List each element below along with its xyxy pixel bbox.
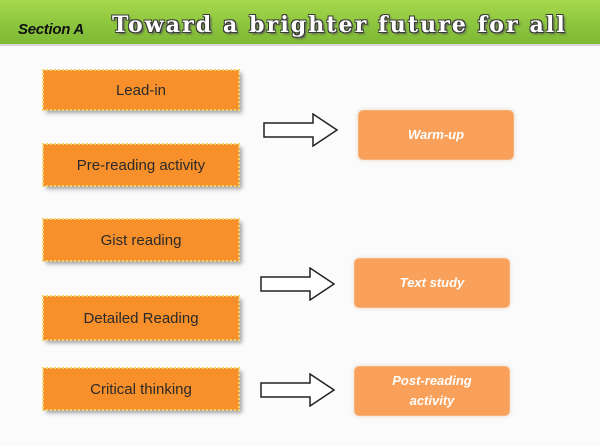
stage-pre-reading: Pre-reading activity: [42, 143, 240, 187]
arrow-right-icon: [260, 267, 336, 301]
phase-post-reading-activity: Post-reading activity: [354, 366, 510, 416]
phase-label-line2: activity: [409, 393, 455, 408]
stage-label: Gist reading: [100, 231, 182, 249]
stage-lead-in: Lead-in: [42, 69, 240, 111]
arrow-right-icon: [260, 373, 336, 407]
stage-critical-thinking: Critical thinking: [42, 367, 240, 411]
stage-label: Critical thinking: [90, 380, 192, 398]
stage-detailed-reading: Detailed Reading: [42, 295, 240, 341]
arrow-right-icon: [263, 113, 339, 147]
phase-warm-up: Warm-up: [358, 110, 514, 160]
slide-title: Toward a brighter future for all: [112, 12, 567, 38]
stage-label: Pre-reading activity: [76, 156, 206, 174]
header-bar: Section A Toward a brighter future for a…: [0, 0, 600, 46]
phase-label: Text study: [399, 275, 465, 290]
phase-label: Warm-up: [407, 127, 465, 142]
phase-label-line1: Post-reading: [392, 373, 472, 388]
stage-label: Lead-in: [115, 81, 167, 99]
section-label: Section A: [18, 21, 84, 38]
stage-gist-reading: Gist reading: [42, 218, 240, 262]
stage-label: Detailed Reading: [83, 309, 199, 327]
phase-text-study: Text study: [354, 258, 510, 308]
